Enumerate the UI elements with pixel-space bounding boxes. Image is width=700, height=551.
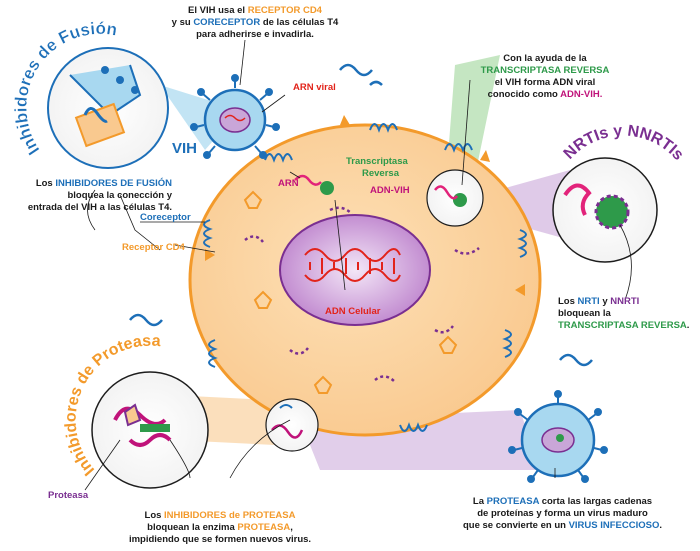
top-text-line2: y su [171,17,194,28]
label-vih: VIH [172,140,198,157]
nrti-beam [480,170,570,240]
protease-term: PROTEASA [237,522,291,533]
top-text-line1: El VIH usa el [188,5,248,16]
nrti-text-line2: bloquean la [558,308,611,319]
infectious-virus-term: VIRUS INFECCIOSO [568,520,660,531]
mature-text-line1: La [472,496,487,507]
label-arn-viral: ARN viral [293,82,336,93]
label-adn-celular: ADN Celular [325,306,381,317]
label-coreceptor: Coreceptor [140,212,191,223]
pointer-lines [84,39,632,491]
fusion-description: Los INHIBIDORES DE FUSIÓN bloquea la con… [0,178,172,214]
label-proteasa: Proteasa [48,490,89,501]
label-reversa: Reversa [362,168,399,179]
fusion-bubble [47,47,169,169]
protease-bubble [91,371,209,489]
fusion-beam [160,85,240,150]
envelope-proteins [243,190,458,394]
mature-virus [508,390,608,483]
protease-inhibitors-term: INHIBIDORES de PROTEASA [164,510,296,521]
cd4-receptors [205,115,525,296]
title-nrti: NRTIs y NNRTIs [561,122,687,163]
mature-text-line2: de proteínas y forma un virus maduro [477,508,648,519]
label-receptor-cd4: Receptor CD4 [122,242,185,253]
fusion-text-line3: entrada del VIH a las células T4. [27,202,172,213]
rt-enzyme [320,181,334,195]
budding-virus [265,398,319,452]
label-arn: ARN [278,178,299,189]
cellular-dna [304,248,401,282]
protease-text-line1: Los [144,510,165,521]
top-description: El VIH usa el RECEPTOR CD4 y su CORECEPT… [160,5,350,41]
nrti-text-period: . [686,320,690,331]
mature-text-line3: que se convierte en un [462,520,569,531]
rt-text-line1: Con la ayuda de la [503,53,587,64]
fusion-inhibitors-term: INHIBIDORES DE FUSIÓN [55,178,172,189]
rt-text-term: TRANSCRIPTASA REVERSA [480,65,610,76]
nrti-text-line1: Los [558,296,578,307]
adn-vih-strand [294,174,322,186]
protease-text-comma: , [290,522,293,533]
protein-fragments [244,206,480,383]
top-text-line2b: de las células T4 [260,17,339,28]
hiv-virus-top [190,74,280,159]
nrti-rt-term: TRANSCRIPTASA REVERSA [558,320,687,331]
mature-text-line1b: corta las largas cadenas [539,496,653,507]
mature-protease-term: PROTEASA [486,496,540,507]
protease-text-line2: bloquean la enzima [147,522,238,533]
rt-description: Con la ayuda de la TRANSCRIPTASA REVERSA… [470,53,620,101]
label-transcriptasa: Transcriptasa [346,156,408,167]
nrti-term: NRTI [577,296,600,307]
top-text-line3: para adherirse e invadirla. [196,29,314,40]
nnrti-term: NNRTI [610,296,640,307]
cell-receptors [203,123,527,432]
mature-description: La PROTEASA corta las largas cadenas de … [455,496,670,532]
rt-text-line3: el VIH forma ADN viral [494,77,596,88]
nrti-bubble [552,157,658,263]
viral-rna-strands [129,63,593,367]
nrti-description: Los NRTI y NNRTI bloquean la TRANSCRIPTA… [558,296,689,332]
receptor-cd4-term: RECEPTOR CD4 [247,5,322,16]
adn-vih-term: ADN-VIH. [560,89,603,100]
label-adn-vih: ADN-VIH [370,185,410,196]
protease-description: Los INHIBIDORES de PROTEASA bloquean la … [115,510,325,546]
nucleus [279,214,431,326]
nrti-text-and: y [599,296,611,307]
mature-text-period: . [659,520,663,531]
coreceptor-term: CORECEPTOR [193,17,261,28]
protease-text-line3: impidiendo que se formen nuevos virus. [128,534,312,545]
rt-bubble [426,169,484,227]
fusion-text-line1: Los [35,178,56,189]
fusion-text-line2: bloquea la conección y [67,190,172,201]
rt-text-line4: conocido como [487,89,561,100]
